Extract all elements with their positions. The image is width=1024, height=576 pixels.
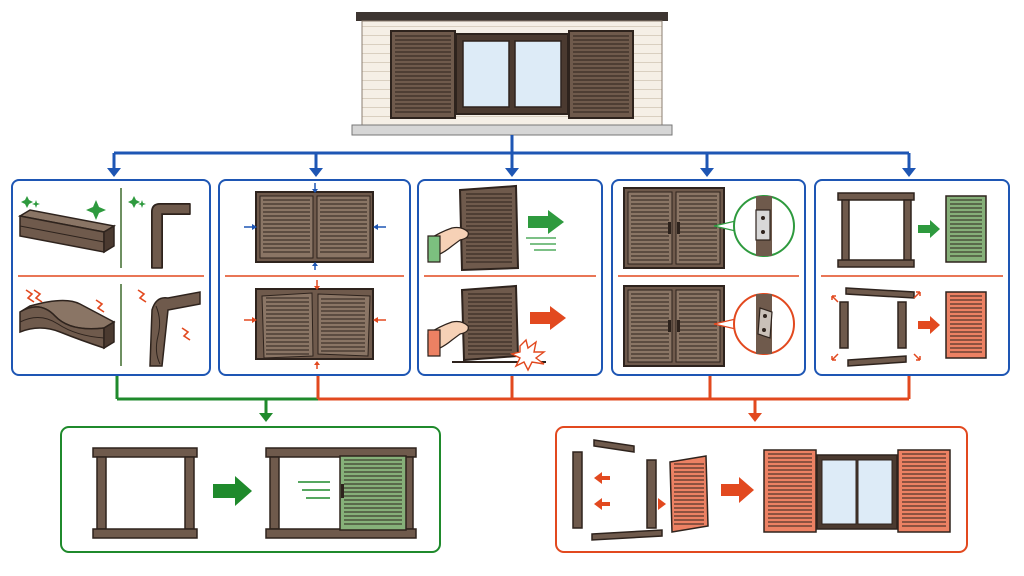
- louver-slats: [395, 35, 451, 113]
- outcome-full-replace: [555, 426, 968, 553]
- green-connector: [115, 375, 318, 414]
- louver-slats: [631, 293, 717, 359]
- outcome-repair-keep: [60, 426, 441, 553]
- louver-slats: [466, 193, 512, 263]
- green-arrowhead: [259, 413, 273, 422]
- empty-frame: [92, 447, 198, 539]
- gapped-shutters-icon: [244, 280, 386, 369]
- window-glass: [455, 33, 569, 115]
- red-arrowhead: [748, 413, 762, 422]
- louver-slats: [950, 199, 982, 257]
- blue-connectors: [112, 135, 911, 170]
- louver-slats: [950, 295, 982, 353]
- panel-frame-assembly: [814, 179, 1010, 376]
- green-arrow-icon: [213, 476, 252, 506]
- fitted-shutters-icon: [244, 183, 386, 270]
- disassembled-frame-icon: [831, 287, 987, 367]
- louver-slats: [631, 195, 717, 261]
- blue-arrowheads: [107, 168, 916, 177]
- house-window-icon: [351, 12, 673, 136]
- stuck-slide-icon: [427, 284, 566, 372]
- right-shutter: [568, 30, 634, 119]
- panel-frame-condition: [11, 179, 211, 376]
- new-red-shutter: [669, 455, 709, 533]
- warped-rail-damage-icon: [19, 289, 201, 367]
- louver-slats: [902, 453, 946, 527]
- rebuild-window-icon: [763, 449, 951, 533]
- red-connector: [316, 375, 911, 414]
- louver-slats: [263, 199, 367, 253]
- louver-slats: [768, 453, 812, 527]
- panel-shutter-fit: [218, 179, 411, 376]
- louver-slats: [468, 293, 512, 355]
- louver-slats: [674, 463, 704, 525]
- frame-install-shutter-icon: [265, 447, 417, 539]
- intact-frame-icon: [837, 192, 987, 268]
- good-hinge-icon: [623, 187, 795, 269]
- louver-slats: [344, 459, 402, 525]
- disassembled-parts: [572, 439, 666, 541]
- left-shutter: [390, 30, 456, 119]
- smooth-slide-icon: [427, 184, 564, 272]
- louver-slats: [573, 35, 629, 113]
- panel-slide-test: [417, 179, 603, 376]
- straight-rail-sparkle-icon: [17, 196, 191, 269]
- broken-hinge-icon: [623, 285, 795, 367]
- red-arrow-icon: [721, 477, 754, 503]
- panel-hinge-check: [611, 179, 806, 376]
- louver-slats: [266, 297, 365, 355]
